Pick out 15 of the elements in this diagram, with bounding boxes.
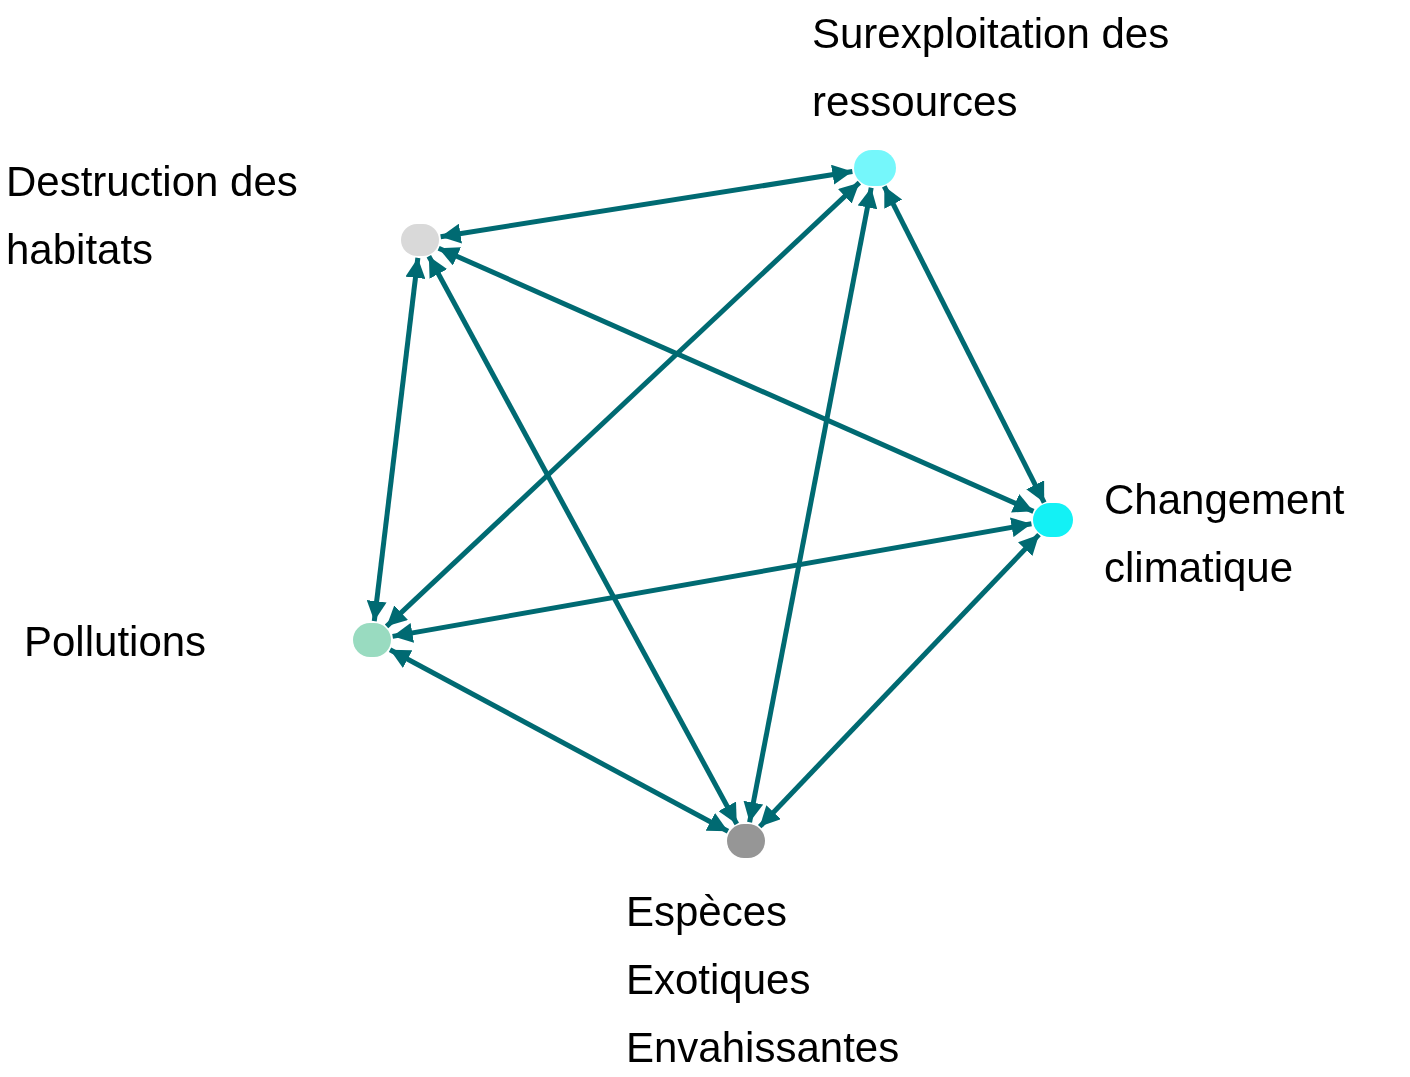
node-label: Surexploitation des ressources (812, 9, 1171, 127)
double-arrow (882, 185, 1047, 504)
double-arrow (426, 255, 739, 826)
node-label: Destruction des habitats (6, 157, 299, 275)
node-label: Espèces Exotiques Envahissantes (626, 887, 901, 1073)
double-arrow (366, 257, 426, 622)
double-arrow (388, 647, 730, 834)
node-label: Pollutions (24, 617, 208, 667)
double-arrow (437, 245, 1035, 514)
double-arrow (743, 187, 878, 823)
double-arrow (392, 517, 1032, 643)
double-arrow (440, 164, 853, 244)
node-label: Changement climatique (1104, 475, 1346, 593)
double-arrow (757, 532, 1041, 829)
double-arrow (384, 180, 862, 629)
